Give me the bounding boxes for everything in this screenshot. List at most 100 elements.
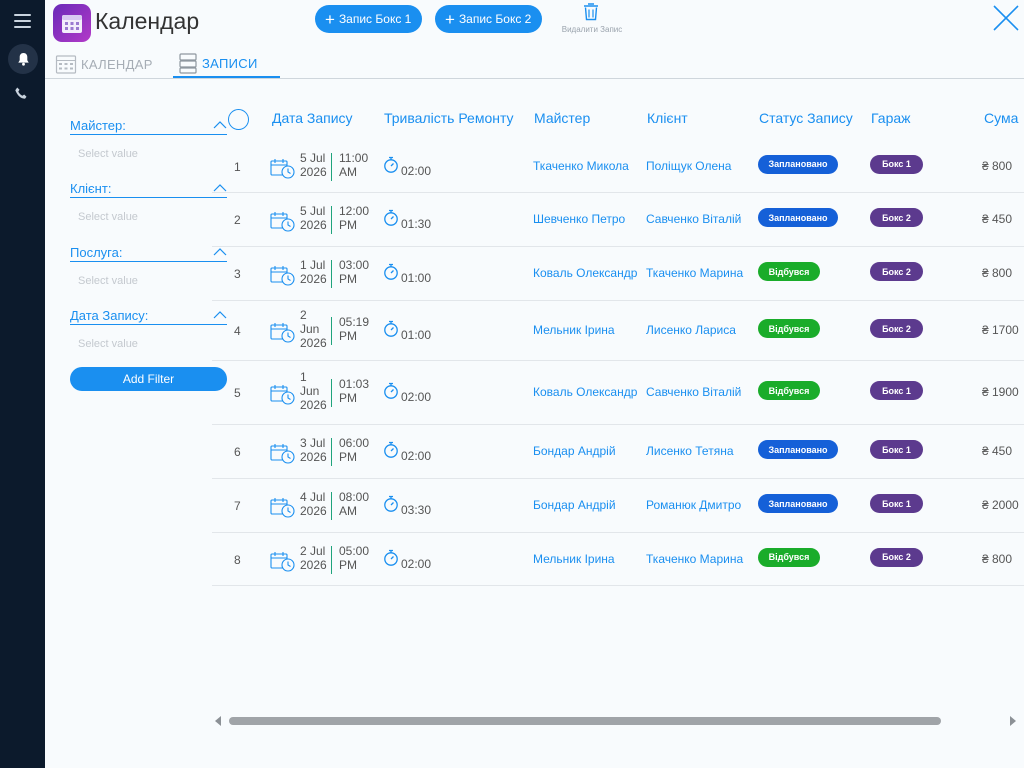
record-date: 1 Jul 2026 [300,258,327,286]
master-link[interactable]: Мельник Ірина [533,323,615,337]
repair-duration: 01:00 [401,328,432,342]
row-number: 2 [234,213,241,227]
calendar-clock-icon [270,211,296,233]
scroll-left-arrow[interactable] [215,716,221,726]
close-icon[interactable] [993,5,1019,31]
record-time: 11:00 AM [339,150,369,179]
filter-client-value[interactable]: Select value [78,211,138,223]
garage-badge: Бокс 2 [870,319,923,338]
delete-record-label: Видалити Запис [561,25,623,34]
record-date: 3 Jul 2026 [300,436,327,464]
filter-client-label: Клієнт: [70,180,227,198]
master-link[interactable]: Коваль Олександр [533,385,638,399]
add-filter-button[interactable]: Add Filter [70,367,227,391]
filter-master[interactable]: Майстер: Select value [70,117,227,160]
filter-master-value[interactable]: Select value [78,148,138,160]
date-time-divider [331,317,332,345]
tab-records[interactable]: ЗАПИСИ [173,50,280,78]
column-header-status[interactable]: Статус Запису [759,110,853,126]
row-number: 3 [234,267,241,281]
date-time-divider [331,379,332,407]
column-header-client[interactable]: Клієнт [647,110,688,126]
filter-client[interactable]: Клієнт: Select value [70,180,227,223]
column-header-duration[interactable]: Тривалість Ремонту [384,110,514,126]
filter-service-value[interactable]: Select value [78,275,138,287]
client-link[interactable]: Лисенко Тетяна [646,444,734,458]
tab-calendar[interactable]: КАЛЕНДАР [55,50,153,78]
status-badge: Відбувся [758,262,820,281]
row-number: 7 [234,499,241,513]
records-tab-icon [179,53,197,74]
master-link[interactable]: Мельник Ірина [533,551,615,566]
client-link[interactable]: Савченко Віталій [646,385,742,399]
status-badge: Відбувся [758,381,820,400]
repair-duration: 01:00 [401,271,432,285]
master-link[interactable]: Коваль Олександр [533,266,638,280]
tab-records-label: ЗАПИСИ [202,55,258,71]
add-record-box1-button[interactable]: +Запис Бокс 1 [315,5,423,33]
add-record-box1-label: Запис Бокс 1 [338,12,412,26]
record-time: 01:03 PM [339,377,370,405]
chevron-up-icon[interactable] [213,184,227,192]
calendar-clock-icon [270,551,296,573]
filter-service[interactable]: Послуга: Select value [70,244,227,287]
select-all-checkbox[interactable] [228,109,249,130]
record-sum: ₴ 1900 [982,385,1019,399]
scroll-right-arrow[interactable] [1010,716,1016,726]
notifications-button[interactable] [8,44,38,74]
client-link[interactable]: Савченко Віталій [646,212,742,226]
record-time: 05:19 PM [339,315,370,343]
status-badge: Відбувся [758,319,820,338]
stopwatch-icon [383,549,399,567]
phone-icon[interactable] [14,86,30,102]
stopwatch-icon [383,495,399,513]
client-link[interactable]: Ткаченко Марина [646,266,744,280]
row-number: 8 [234,552,241,567]
garage-badge: Бокс 2 [870,262,923,281]
repair-duration: 02:00 [401,556,432,571]
row-number: 4 [234,324,241,338]
master-link[interactable]: Бондар Андрій [533,444,616,458]
client-link[interactable]: Романюк Дмитро [646,498,742,512]
repair-duration: 02:00 [401,390,432,404]
stopwatch-icon [383,263,399,281]
filter-date[interactable]: Дата Запису: Select value [70,307,227,350]
chevron-up-icon[interactable] [213,248,227,256]
tabs-divider [45,78,1024,79]
column-header-garage[interactable]: Гараж [871,110,911,126]
horizontal-scrollbar[interactable] [212,712,1018,730]
garage-badge: Бокс 2 [870,547,923,567]
client-link[interactable]: Ткаченко Марина [646,551,744,566]
delete-record-button[interactable]: Видалити Запис [557,3,627,35]
left-sidebar [0,0,45,768]
master-link[interactable]: Ткаченко Микола [533,158,629,173]
chevron-up-icon[interactable] [213,311,227,319]
record-time: 05:00 PM [339,543,370,572]
filter-date-label: Дата Запису: [70,307,227,325]
column-header-sum[interactable]: Сума [984,110,1019,126]
scrollbar-thumb[interactable] [229,717,941,725]
column-header-master[interactable]: Майстер [534,110,591,126]
chevron-up-icon[interactable] [213,121,227,129]
filter-date-value[interactable]: Select value [78,338,138,350]
client-link[interactable]: Поліщук Олена [646,158,732,173]
calendar-clock-icon [270,322,296,344]
add-record-box2-button[interactable]: +Запис Бокс 2 [435,5,543,33]
column-header-date[interactable]: Дата Запису [272,110,353,126]
master-link[interactable]: Шевченко Петро [533,212,626,226]
calendar-clock-icon [270,384,296,406]
record-sum: ₴ 1700 [982,323,1019,337]
menu-icon[interactable] [14,14,31,30]
master-link[interactable]: Бондар Андрій [533,498,616,512]
garage-badge: Бокс 1 [870,494,923,513]
client-link[interactable]: Лисенко Лариса [646,323,736,337]
date-time-divider [331,206,332,234]
